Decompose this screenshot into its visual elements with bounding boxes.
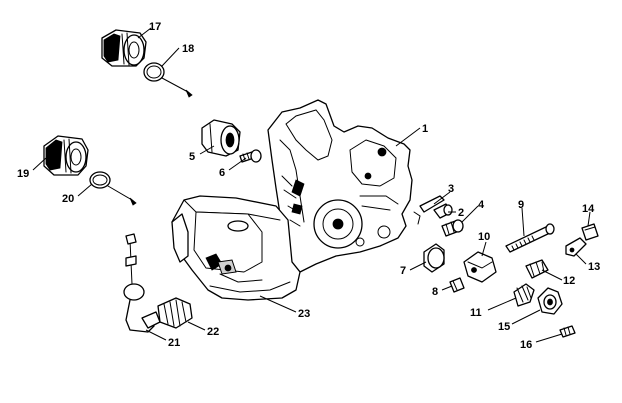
part-screw-16 (559, 325, 576, 338)
callout-20: 20 (62, 193, 74, 205)
callout-16: 16 (520, 339, 532, 351)
leader-lines (32, 27, 591, 343)
callout-14: 14 (582, 203, 595, 215)
callout-1: 1 (422, 123, 428, 135)
callout-13: 13 (588, 261, 600, 273)
part-oring-20 (89, 171, 137, 206)
part-pickup-hose-21 (123, 233, 161, 333)
callout-7: 7 (400, 265, 406, 277)
callout-23: 23 (298, 308, 310, 320)
callout-17: 17 (149, 21, 161, 33)
part-gear-12 (525, 259, 549, 279)
part-adjuster-11 (513, 283, 535, 307)
callout-2: 2 (458, 207, 464, 219)
part-tank-housing-23 (171, 195, 301, 301)
callout-11: 11 (470, 307, 482, 319)
part-pin-3 (413, 195, 445, 225)
callout-10: 10 (478, 231, 490, 243)
callout-5: 5 (189, 151, 195, 163)
part-oring-18 (143, 62, 193, 98)
part-oil-pump-19 (43, 135, 89, 176)
callout-15: 15 (498, 321, 510, 333)
part-screw-4 (441, 219, 464, 237)
part-sleeve-2 (433, 203, 453, 219)
callout-6: 6 (219, 167, 225, 179)
part-oil-pump-17 (101, 29, 147, 67)
part-plug-7 (423, 243, 445, 273)
part-bushing-5 (201, 119, 241, 157)
callout-9: 9 (518, 199, 524, 211)
part-clip-14 (581, 223, 599, 241)
callout-21: 21 (168, 337, 180, 349)
part-rod-9 (505, 223, 555, 253)
callout-18: 18 (182, 43, 194, 55)
part-bracket-15 (537, 287, 563, 315)
callout-12: 12 (563, 275, 575, 287)
part-filter-22 (157, 297, 193, 329)
callout-8: 8 (432, 286, 438, 298)
callout-22: 22 (207, 326, 219, 338)
callout-4: 4 (478, 199, 485, 211)
part-nut-8 (449, 277, 465, 293)
callout-labels: 17 18 19 20 5 6 1 3 2 4 9 14 10 7 12 13 … (17, 21, 600, 351)
callout-19: 19 (17, 168, 29, 180)
callout-3: 3 (448, 183, 454, 195)
part-lever-13 (565, 237, 587, 257)
part-tensioner-10 (463, 251, 497, 283)
